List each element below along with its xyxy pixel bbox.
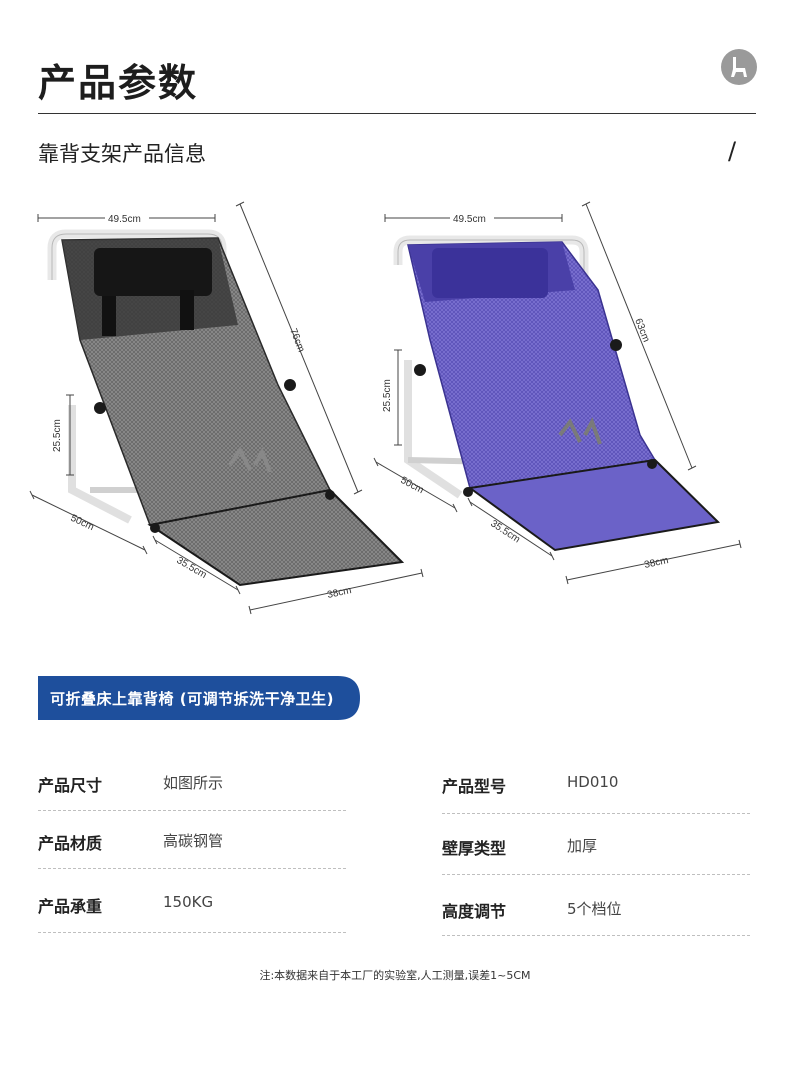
chair-icon [731, 57, 747, 77]
spec-row-height-adjust: 高度调节 5个档位 [442, 898, 752, 938]
dim-width-top-left: 49.5cm [108, 214, 141, 225]
banner-text: 可折叠床上靠背椅 (可调节拆洗干净卫生) [50, 690, 334, 708]
dim-seat-width-right: 38cm [643, 555, 669, 571]
spec-label: 壁厚类型 [442, 839, 507, 858]
spec-value: 如图所示 [163, 774, 224, 792]
spec-row-thickness: 壁厚类型 加厚 [442, 835, 752, 875]
spec-divider [442, 813, 750, 814]
spec-row-model: 产品型号 HD010 [442, 773, 752, 813]
dim-side-height-left: 25.5cm [52, 419, 63, 452]
dim-seat-width-left: 38cm [326, 585, 352, 601]
spec-value: 加厚 [567, 837, 598, 855]
product-name-banner: 可折叠床上靠背椅 (可调节拆洗干净卫生) [38, 676, 360, 720]
spec-row-material: 产品材质 高碳钢管 [38, 830, 348, 870]
spec-value: 150KG [163, 893, 214, 911]
spec-label: 产品型号 [442, 777, 507, 796]
product-illustration: 49.5cm 76cm 25.5cm 50cm 35.5cm 38cm [29, 201, 742, 615]
spec-value: 高碳钢管 [163, 832, 224, 850]
spec-divider [442, 935, 750, 936]
brand-logo [721, 49, 757, 85]
dim-width-top-right: 49.5cm [453, 214, 486, 225]
header-divider [38, 113, 756, 114]
footnote: 注:本数据来自于本工厂的实验室,人工测量,误差1~5CM [259, 969, 531, 982]
decorative-slash: / [728, 137, 737, 165]
section-subtitle: 靠背支架产品信息 [38, 142, 206, 166]
dim-base-depth-right: 50cm [399, 475, 426, 496]
spec-divider [38, 868, 346, 869]
spec-label: 产品尺寸 [38, 776, 103, 795]
spec-label: 产品材质 [38, 834, 103, 853]
spec-row-size: 产品尺寸 如图所示 [38, 772, 348, 812]
spec-label: 产品承重 [38, 897, 103, 916]
dim-base-depth-left: 50cm [69, 513, 96, 533]
spec-value: 5个档位 [567, 900, 622, 918]
spec-divider [38, 932, 346, 933]
spec-divider [38, 810, 346, 811]
dim-back-height-right: 63cm [632, 317, 651, 344]
spec-label: 高度调节 [442, 902, 507, 921]
spec-value: HD010 [567, 773, 619, 791]
grey-backrest-chair: 49.5cm 76cm 25.5cm 50cm 35.5cm 38cm [29, 201, 424, 615]
page-title: 产品参数 [38, 61, 199, 105]
purple-backrest-chair: 49.5cm 63cm 25.5cm 50cm 35.5cm 38cm [373, 201, 742, 585]
dim-back-height-left: 76cm [287, 327, 306, 354]
dim-side-height-right: 25.5cm [382, 379, 393, 412]
spec-divider [442, 874, 750, 875]
spec-row-load: 产品承重 150KG [38, 893, 348, 933]
